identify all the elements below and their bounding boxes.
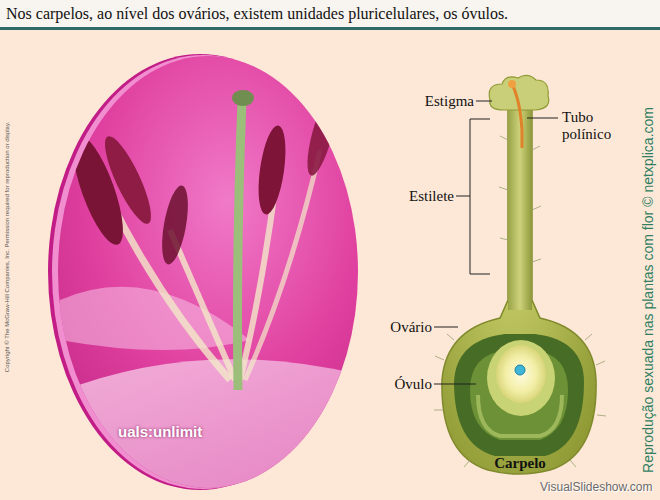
part-label: Estilete xyxy=(409,188,454,205)
figure-caption: Carpelo xyxy=(494,455,546,472)
site-watermark: VisualSlideshow.com xyxy=(540,481,653,494)
copyright-note: Copyright © The McGraw-Hill Companies, I… xyxy=(4,122,11,372)
part-label: Óvulo xyxy=(395,376,433,393)
part-label: Tubo polínico xyxy=(562,109,624,142)
watermark: uals:unlimit xyxy=(118,424,202,441)
part-label: Estigma xyxy=(425,93,474,110)
slide-title: Nos carpelos, ao nível dos ovários, exis… xyxy=(6,5,508,23)
side-credit: Reprodução sexuada nas plantas com flor … xyxy=(641,107,656,473)
part-label: Ovário xyxy=(390,319,432,336)
